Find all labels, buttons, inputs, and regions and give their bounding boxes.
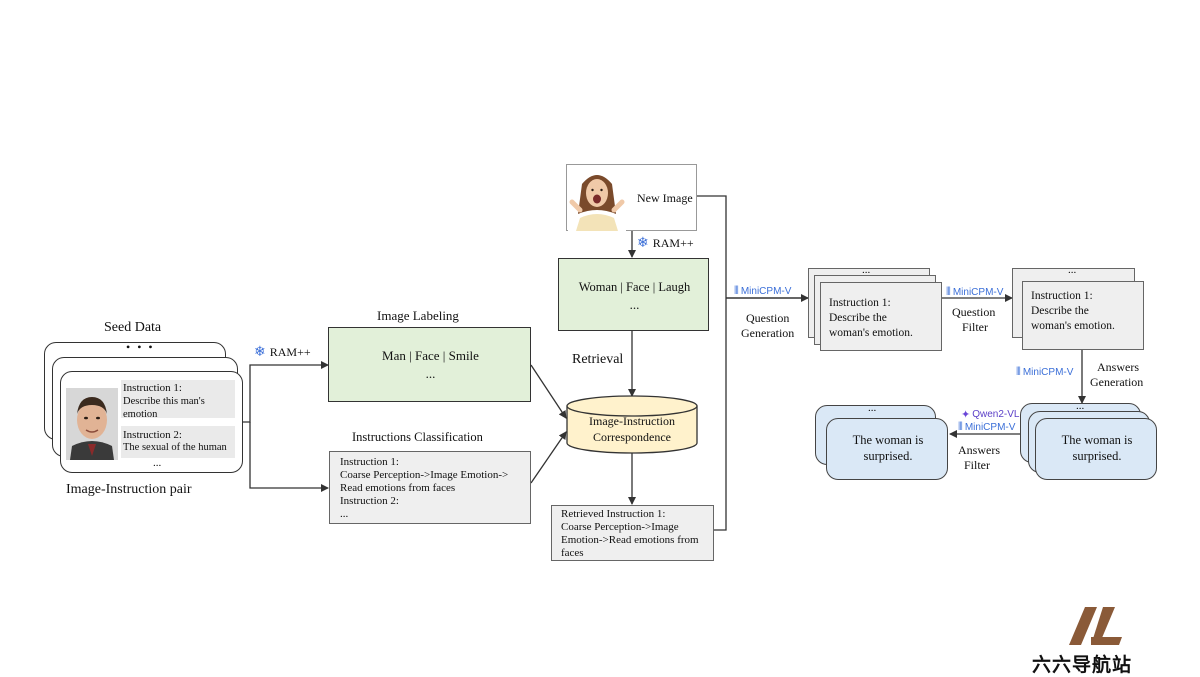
minicpm-icon: ⦀ (958, 421, 963, 433)
answers-filter-label2: Filter (964, 458, 990, 472)
retrieval-label: Retrieval (572, 352, 624, 367)
classification-title: Instructions Classification (352, 430, 483, 444)
db-line1: Image-Instruction (589, 414, 675, 428)
question-gen-card2: Describe the (829, 312, 887, 324)
question-gen-card1: Instruction 1: (829, 297, 891, 309)
woman-face-image (568, 166, 626, 231)
seed-instruction1-title: Instruction 1: (123, 382, 182, 394)
retrieved-line4: faces (561, 547, 584, 559)
classification-line1: Instruction 1: (340, 456, 399, 468)
new-image-label: New Image (637, 191, 693, 205)
question-gen-dots: ... (862, 264, 871, 276)
answers-gen-model-text: MiniCPM-V (1022, 367, 1074, 378)
classification-line5: ... (340, 508, 349, 520)
question-gen-label2: Generation (741, 326, 795, 340)
answers-gen-dots: ... (1076, 400, 1085, 412)
answers-filter-card: The woman is surprised. (826, 418, 948, 480)
question-gen-model-text: MiniCPM-V (740, 286, 792, 297)
seed-data-title: Seed Data (104, 320, 162, 335)
question-gen-card3: woman's emotion. (829, 327, 913, 339)
answers-filter-answer2: surprised. (863, 449, 913, 463)
seed-more: ... (153, 457, 162, 469)
answers-filter-label1: Answers (958, 443, 1000, 457)
retrieved-line1: Retrieved Instruction 1: (561, 508, 666, 520)
minicpm-icon: ⦀ (1016, 366, 1021, 378)
db-line2: Correspondence (593, 430, 671, 444)
answers-filter-model2-text: MiniCPM-V (964, 422, 1016, 433)
ram-center-label: ❄ RAM++ (637, 235, 694, 252)
question-gen-label1: Question (746, 311, 790, 325)
snowflake-icon: ❄ (254, 345, 266, 360)
classification-box: Instruction 1: Coarse Perception->Image … (329, 451, 531, 524)
qwen-icon: ✦ (961, 409, 971, 421)
new-image-tags: Woman | Face | Laugh (578, 280, 691, 294)
image-labeling-more: ... (425, 366, 436, 381)
retrieved-line3: Emotion->Read emotions from (561, 534, 699, 546)
classification-line4: Instruction 2: (340, 495, 399, 507)
question-filter-card: Instruction 1: Describe the woman's emot… (1022, 281, 1144, 350)
watermark-text: 六六导航站 (1032, 654, 1133, 676)
image-labeling-title: Image Labeling (377, 308, 459, 323)
answers-gen-answer1: The woman is (1061, 433, 1133, 447)
retrieved-line2: Coarse Perception->Image (561, 521, 679, 533)
seed-instruction2-text: The sexual of the human (123, 442, 227, 453)
minicpm-icon: ⦀ (946, 286, 951, 298)
answers-gen-label2: Generation (1090, 375, 1144, 389)
answers-gen-label1: Answers (1097, 360, 1139, 374)
question-filter-dots: ... (1068, 264, 1077, 276)
question-filter-card2: Describe the (1031, 305, 1089, 317)
answers-filter-model2: ⦀ MiniCPM-V (958, 421, 1015, 434)
question-filter-label2: Filter (962, 320, 988, 334)
seed-dots: • • • (126, 340, 155, 354)
answers-gen-card: The woman is surprised. (1035, 418, 1157, 480)
classification-line2: Coarse Perception->Image Emotion-> (340, 469, 509, 481)
new-image-box: New Image (566, 164, 697, 231)
answers-gen-model: ⦀ MiniCPM-V (1016, 366, 1073, 379)
seed-instruction2-title: Instruction 2: (123, 429, 182, 441)
new-image-tags-box: Woman | Face | Laugh ... (558, 258, 709, 331)
ram-left-text: RAM++ (269, 345, 311, 359)
image-labeling-tags: Man | Face | Smile (382, 348, 479, 363)
question-filter-label1: Question (952, 305, 996, 319)
answers-filter-model1-text: Qwen2-VL (972, 409, 1020, 420)
new-image-more: ... (629, 297, 640, 312)
seed-instruction1-text: Describe this man's emotion (123, 396, 205, 420)
answers-gen-answer2: surprised. (1072, 449, 1122, 463)
seed-card-front: Instruction 1: Describe this man's emoti… (60, 371, 243, 473)
minicpm-icon: ⦀ (734, 285, 739, 297)
question-gen-card: Instruction 1: Describe the woman's emot… (820, 282, 942, 351)
question-filter-card3: woman's emotion. (1031, 320, 1115, 332)
question-filter-model: ⦀ MiniCPM-V (946, 286, 1003, 299)
answers-filter-model1: ✦ Qwen2-VL (961, 408, 1019, 421)
answers-filter-dots: ... (868, 402, 877, 414)
ram-center-text: RAM++ (652, 236, 694, 250)
image-instruction-pair-caption: Image-Instruction pair (66, 482, 192, 497)
man-face-image (66, 388, 118, 460)
snowflake-icon: ❄ (637, 236, 649, 251)
classification-line3: Read emotions from faces (340, 482, 456, 494)
retrieved-instruction-box: Retrieved Instruction 1: Coarse Percepti… (551, 505, 714, 561)
question-filter-model-text: MiniCPM-V (952, 287, 1004, 298)
ram-left-label: ❄ RAM++ (254, 344, 311, 361)
question-filter-card1: Instruction 1: (1031, 290, 1093, 302)
answers-filter-answer1: The woman is (852, 433, 924, 447)
image-labeling-box: Man | Face | Smile ... (328, 327, 531, 402)
question-gen-model: ⦀ MiniCPM-V (734, 285, 791, 298)
